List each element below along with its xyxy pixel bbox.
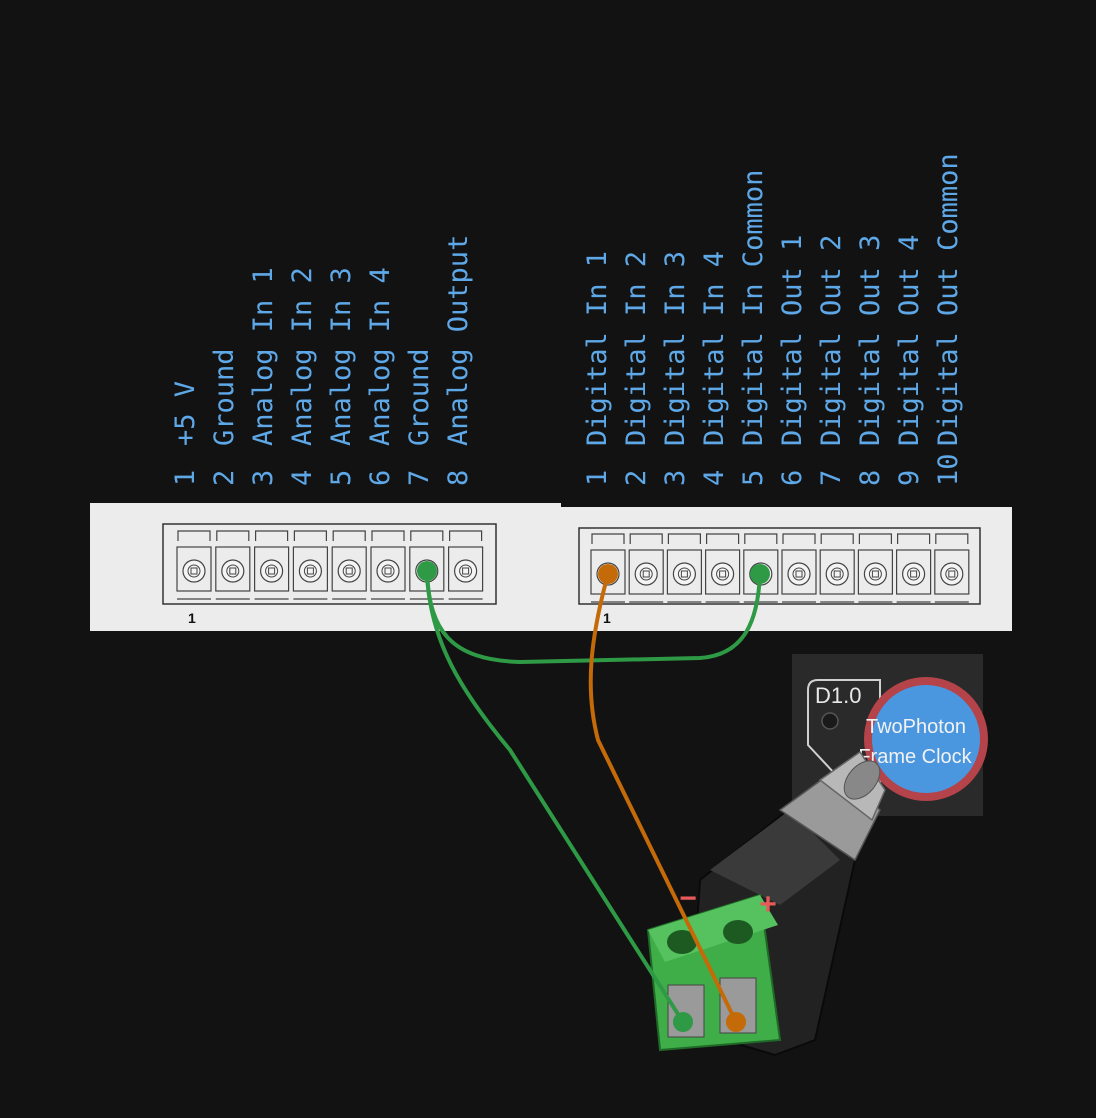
analog-screw-terminal-icon (254, 530, 290, 600)
analog-screw-terminal-icon (292, 530, 328, 600)
wire-endpoint (673, 1012, 693, 1032)
node-name-line2: Frame Clock (858, 746, 972, 768)
digital-screw-terminal-icon (895, 533, 932, 603)
status-led-icon (821, 712, 839, 730)
analog-screw-terminal-icon (448, 530, 484, 600)
wire-endpoint (750, 564, 770, 584)
node-id: D1.0 (815, 683, 861, 708)
green-wire-ground-to-minus (425, 573, 685, 1024)
node-name-line1: TwoPhoton (866, 716, 966, 738)
wire-endpoint (417, 561, 437, 581)
digital-screw-terminal-icon (666, 533, 703, 603)
wire-endpoint (598, 564, 618, 584)
minus-label: − (679, 882, 697, 915)
orange-wire-digital-in1-to-plus (588, 573, 738, 1023)
analog-screw-terminal-icon (215, 530, 251, 600)
analog-pin1-marker: 1 (188, 610, 196, 626)
wire-endpoint (726, 1012, 746, 1032)
analog-screw-terminal-icon (176, 530, 212, 600)
digital-screw-terminal-icon (819, 533, 855, 603)
digital-screw-terminal-icon (704, 533, 741, 603)
bnc-adapter: − + (646, 750, 886, 1057)
green-wire-ground-to-digital-common (425, 573, 762, 665)
analog-screw-terminal-icon (331, 530, 367, 600)
digital-screw-terminal-icon (857, 533, 894, 603)
plus-label: + (759, 888, 777, 921)
wires (417, 561, 770, 1032)
digital-screw-terminal-icon (781, 533, 817, 603)
digital-screw-terminal-icon (934, 533, 970, 603)
digital-pin1-marker: 1 (603, 610, 611, 626)
analog-screw-terminal-icon (370, 530, 406, 600)
digital-terminal-block (578, 527, 981, 605)
analog-terminal-block (162, 523, 497, 605)
node-circle-icon (864, 677, 988, 801)
digital-screw-terminal-icon (628, 533, 664, 603)
